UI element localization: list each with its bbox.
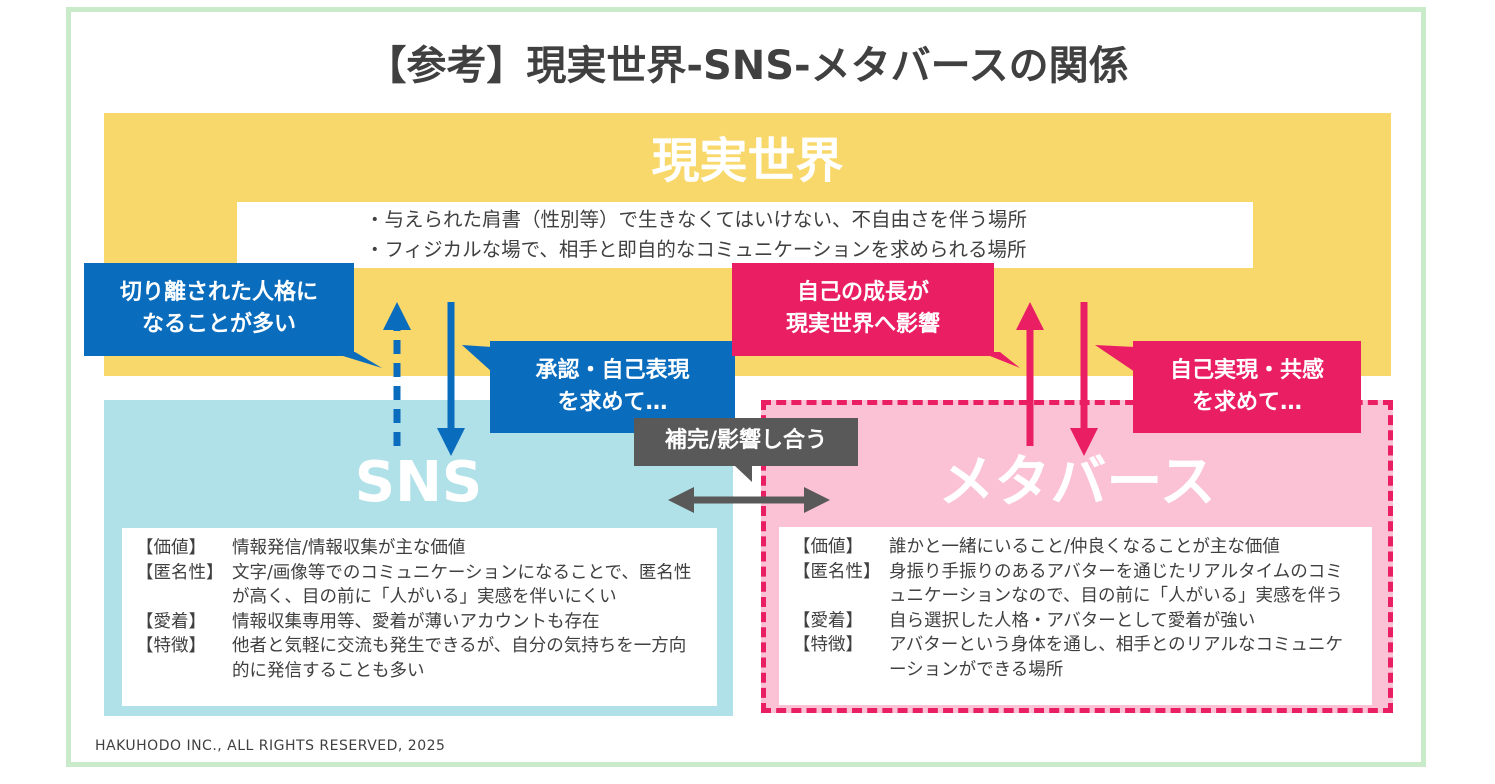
callout-line: 自己の成長が xyxy=(796,280,929,305)
sns-heading: SNS xyxy=(354,450,483,515)
row-text: 自ら選択した人格・アバターとして愛着が強い xyxy=(889,610,1256,631)
row-label: 【愛着】 xyxy=(136,611,206,632)
real-world-heading: 現実世界 xyxy=(651,133,844,189)
callout-split-personality: 切り離された人格に なることが多い xyxy=(84,263,354,356)
metaverse-row-value: 【価値】 誰かと一緒にいること/仲良くなることが主な価値 xyxy=(793,535,1372,560)
sns-info-box: 【価値】 情報発信/情報収集が主な価値 【匿名性】 文字/画像等でのコミュニケー… xyxy=(122,528,717,706)
metaverse-heading: メタバース xyxy=(938,450,1216,515)
sns-row-attachment: 【愛着】 情報収集専用等、愛着が薄いアカウントも存在 xyxy=(136,610,717,635)
metaverse-row-feature: 【特徴】 アバターという身体を通し、相手とのリアルなコミュニケーションができる場… xyxy=(793,633,1372,682)
row-label: 【特徴】 xyxy=(793,635,863,655)
row-text: 他者と気軽に交流も発生できるが、自分の気持ちを一方向的に発信することも多い xyxy=(232,636,687,681)
callout-line: を求めて… xyxy=(557,390,668,415)
callout-tail xyxy=(735,466,752,482)
callout-line: 切り離された人格に xyxy=(119,280,318,305)
arrow-head xyxy=(804,487,830,513)
callout-tail xyxy=(462,345,492,372)
callout-complement: 補完/影響し合う xyxy=(634,418,858,466)
callout-line: を求めて… xyxy=(1191,390,1302,415)
row-text: 誰かと一緒にいること/仲良くなることが主な価値 xyxy=(889,537,1280,557)
row-label: 【特徴】 xyxy=(136,636,206,656)
arrow-head xyxy=(1016,302,1044,330)
arrow-head xyxy=(1070,428,1098,456)
sns-row-feature: 【特徴】 他者と気軽に交流も発生できるが、自分の気持ちを一方向的に発信することも… xyxy=(136,634,717,683)
arrow-head xyxy=(668,487,694,513)
row-text: 文字/画像等でのコミュニケーションになることで、匿名性が高く、目の前に「人がいる… xyxy=(232,562,692,608)
page-title: 【参考】現実世界-SNS-メタバースの関係 xyxy=(366,43,1129,89)
metaverse-row-attachment: 【愛着】 自ら選択した人格・アバターとして愛着が強い xyxy=(793,609,1372,634)
row-text: 情報収集専用等、愛着が薄いアカウントも存在 xyxy=(232,611,600,632)
metaverse-row-anonymity: 【匿名性】 身振り手振りのあるアバターを通じたリアルタイムのコミュニケーションな… xyxy=(793,560,1372,609)
real-world-line: ・フィジカルな場で、相手と即自的なコミュニケーションを求められる場所 xyxy=(365,238,1027,261)
row-label: 【価値】 xyxy=(793,537,863,557)
row-label: 【愛着】 xyxy=(793,610,863,631)
row-text: 身振り手振りのあるアバターを通じたリアルタイムのコミュニケーションなので、目の前… xyxy=(889,561,1343,607)
row-text: 情報発信/情報収集が主な価値 xyxy=(232,538,466,558)
real-world-description: ・与えられた肩書（性別等）で生きなくてはいけない、不自由さを伴う場所 ・フィジカ… xyxy=(237,202,1253,268)
outer-frame xyxy=(66,7,1426,767)
callout-line: 現実世界へ影響 xyxy=(785,312,940,337)
real-world-line: ・与えられた肩書（性別等）で生きなくてはいけない、不自由さを伴う場所 xyxy=(365,208,1028,231)
callout-tail xyxy=(980,352,1020,368)
arrow-head xyxy=(383,302,411,330)
row-label: 【匿名性】 xyxy=(136,562,224,583)
callout-line: なることが多い xyxy=(141,312,296,337)
callout-approval: 承認・自己表現 を求めて… xyxy=(490,341,735,433)
sns-row-value: 【価値】 情報発信/情報収集が主な価値 xyxy=(136,536,717,561)
callout-line: 承認・自己表現 xyxy=(535,358,690,383)
sns-row-anonymity: 【匿名性】 文字/画像等でのコミュニケーションになることで、匿名性が高く、目の前… xyxy=(136,561,717,610)
callout-line: 自己実現・共感 xyxy=(1169,358,1324,383)
row-text: アバターという身体を通し、相手とのリアルなコミュニケーションができる場所 xyxy=(889,635,1343,680)
row-label: 【匿名性】 xyxy=(793,561,881,582)
row-label: 【価値】 xyxy=(136,538,206,558)
metaverse-info-box: 【価値】 誰かと一緒にいること/仲良くなることが主な価値 【匿名性】 身振り手振… xyxy=(779,527,1372,705)
callout-tail xyxy=(1095,345,1135,372)
callout-self-realization: 自己実現・共感 を求めて… xyxy=(1133,341,1361,433)
arrow-head xyxy=(437,428,465,456)
callout-growth: 自己の成長が 現実世界へ影響 xyxy=(732,263,994,356)
copyright-footer: HAKUHODO INC., ALL RIGHTS RESERVED, 2025 xyxy=(95,738,446,754)
callout-tail xyxy=(330,352,382,368)
